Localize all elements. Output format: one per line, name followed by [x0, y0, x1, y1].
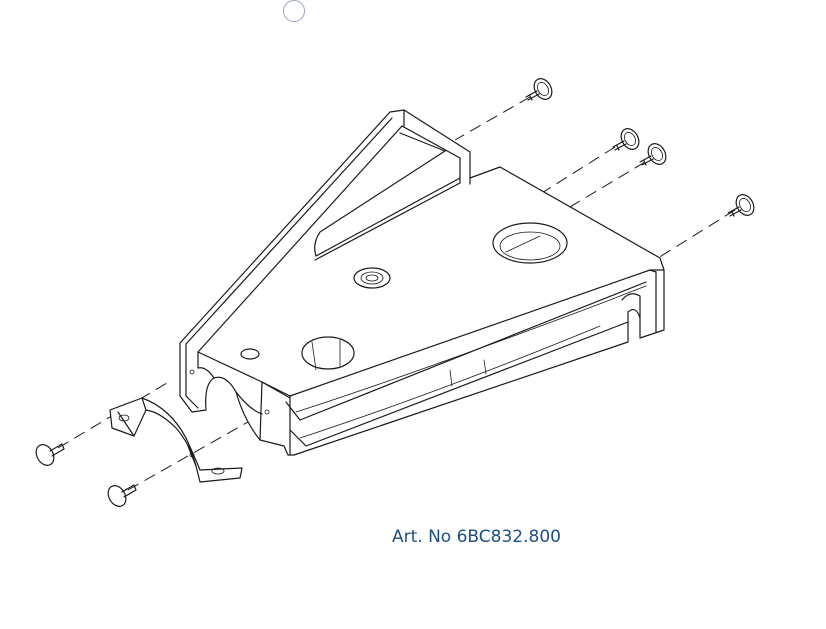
- screw: [639, 143, 667, 166]
- bolt: [35, 443, 65, 466]
- bracket-housing: [179, 109, 665, 456]
- screw: [727, 194, 755, 217]
- mounting-clamp: [109, 397, 243, 483]
- bolt: [107, 484, 137, 507]
- screw: [612, 128, 640, 151]
- radio-button[interactable]: [283, 0, 305, 22]
- article-number-label: Art. No 6BC832.800: [392, 527, 561, 547]
- screw: [525, 78, 553, 101]
